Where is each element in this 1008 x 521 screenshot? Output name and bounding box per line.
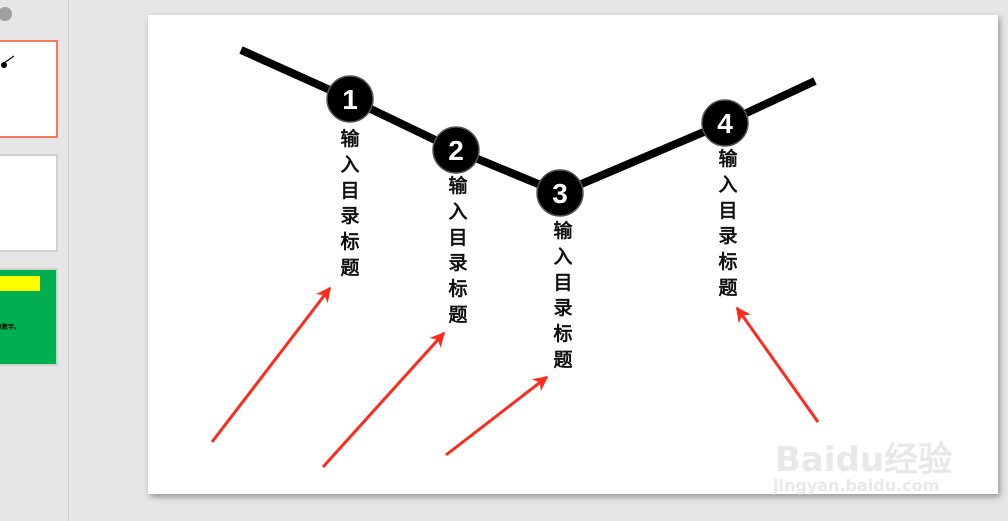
marker-3-circle[interactable]	[536, 169, 584, 217]
marker-4-title[interactable]: 输入目录标题	[718, 148, 738, 299]
arrow-2	[321, 331, 446, 469]
thumbnail-1-preview	[1, 55, 15, 68]
arrow-1	[210, 286, 332, 443]
thumbnail-3-text: 录数字。	[0, 324, 21, 331]
slide-thumbnail-panel: 录数字。	[0, 0, 69, 521]
watermark-brand: Baidu经验	[775, 440, 953, 480]
slide-thumbnail-2[interactable]	[0, 154, 58, 252]
arrow-4	[735, 306, 820, 423]
marker-1-circle[interactable]	[326, 75, 374, 123]
marker-4-number: 4	[717, 108, 733, 139]
watermark-url: jingyan.baidu.com	[773, 476, 940, 495]
arrow-3	[445, 375, 549, 457]
marker-1-number: 1	[342, 84, 358, 115]
marker-1-title[interactable]: 输入目录标题	[340, 128, 360, 279]
slide-canvas[interactable]	[148, 15, 998, 494]
marker-3-number: 3	[552, 178, 568, 209]
marker-3-title[interactable]: 输入目录标题	[553, 220, 573, 371]
thumbnail-3-banner	[0, 276, 40, 291]
marker-2-title[interactable]: 输入目录标题	[448, 175, 468, 326]
slide-thumbnail-1[interactable]	[0, 40, 58, 138]
marker-4-circle[interactable]	[701, 99, 749, 147]
slide-thumbnail-3[interactable]: 录数字。	[0, 268, 58, 366]
panel-collapse-button[interactable]	[0, 7, 12, 21]
marker-2-circle[interactable]	[432, 126, 480, 174]
marker-2-number: 2	[448, 135, 464, 166]
